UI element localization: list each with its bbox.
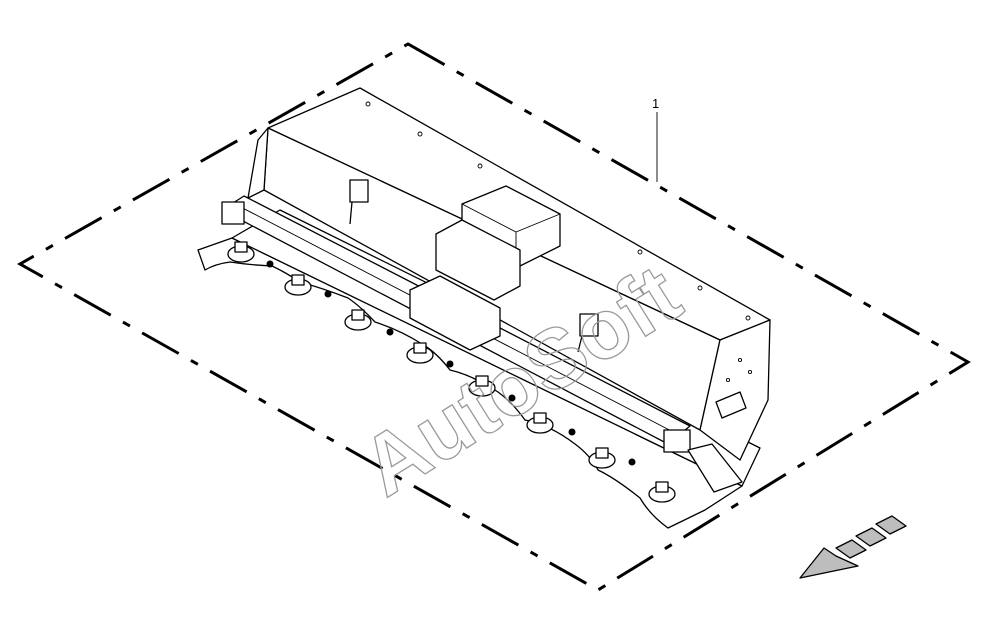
assembly-boundary (16, 42, 971, 592)
gearbox-plate (435, 219, 521, 301)
cutting-disc-2 (284, 274, 312, 296)
cutterbar-holes (266, 260, 636, 466)
latch-handle-right (577, 313, 599, 353)
drive-shaft-cone (715, 391, 747, 419)
left-end-plate (247, 127, 269, 199)
cutting-disc-1 (227, 241, 255, 263)
cutting-disc-4 (406, 342, 434, 364)
drive-bracket (409, 275, 501, 351)
right-beam-bracket (663, 429, 691, 453)
mower-assembly (197, 87, 771, 529)
housing-end (699, 319, 771, 461)
travel-direction-arrow (799, 515, 907, 579)
cutting-disc-8 (648, 481, 676, 503)
left-beam-bracket (221, 201, 245, 225)
housing-bolts (365, 101, 753, 383)
cutting-disc-5 (468, 375, 496, 397)
cutting-disc-6 (526, 412, 554, 434)
cutting-disc-3 (344, 309, 372, 331)
latch-handle-left (349, 179, 369, 225)
callout-number: 1 (652, 96, 659, 111)
cutting-disc-7 (588, 447, 616, 469)
right-skid (687, 443, 743, 493)
